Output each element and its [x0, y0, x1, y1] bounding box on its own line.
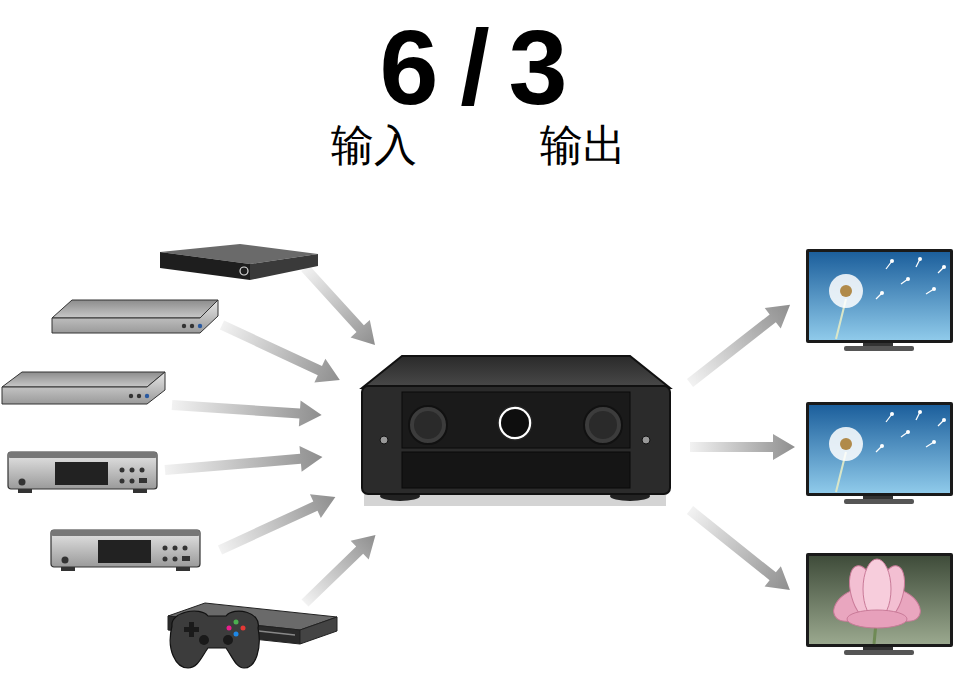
cd-player — [163, 546, 168, 551]
av-receiver — [584, 406, 622, 444]
cd-player — [51, 530, 200, 536]
game-console — [234, 632, 239, 637]
streaming-box — [160, 244, 318, 280]
output-arrows — [682, 295, 798, 601]
tv — [806, 249, 953, 351]
game-console — [184, 622, 199, 637]
game-console — [223, 635, 233, 645]
av-receiver — [362, 356, 670, 506]
cd-player — [120, 468, 125, 473]
cd-player — [55, 462, 108, 485]
cd-player — [182, 556, 190, 561]
disc-player — [52, 300, 218, 318]
cd-player — [130, 479, 135, 484]
tv — [829, 410, 946, 492]
cd-player — [140, 468, 145, 473]
tv — [806, 553, 953, 655]
disc-player — [145, 394, 149, 398]
input-arrows — [217, 313, 346, 392]
av-receiver — [409, 406, 447, 444]
av-receiver — [402, 392, 630, 448]
disc-player — [2, 372, 165, 404]
disc-player — [52, 300, 218, 333]
cd-player — [173, 546, 178, 551]
av-receiver — [589, 411, 617, 439]
disc-player — [2, 372, 165, 387]
tv — [806, 553, 953, 655]
cd-player — [61, 567, 75, 571]
av-receiver — [402, 452, 630, 488]
separator: / — [460, 14, 489, 120]
tv — [806, 402, 953, 504]
input-label: 输入 — [331, 124, 417, 167]
cd-player — [51, 530, 200, 571]
output-arrows — [690, 434, 795, 460]
cd-player — [163, 557, 168, 562]
tv — [809, 252, 950, 340]
streaming-box — [160, 252, 250, 280]
cd-player — [8, 452, 157, 458]
cd-player — [139, 478, 147, 483]
game-console — [227, 626, 232, 631]
tv — [829, 257, 946, 339]
disc-player — [129, 394, 133, 398]
av-receiver — [362, 356, 670, 388]
cd-player — [130, 468, 135, 473]
av-receiver — [498, 406, 532, 440]
output-arrows — [682, 500, 798, 600]
streaming-box — [240, 267, 248, 275]
input-arrows — [296, 526, 385, 613]
av-receiver — [642, 436, 650, 444]
lotus — [847, 610, 907, 628]
output-arrows — [682, 295, 798, 394]
tv — [809, 405, 950, 493]
disc-player — [52, 300, 218, 333]
game-console — [300, 617, 337, 644]
output-label: 输出 — [540, 124, 626, 167]
cd-player — [176, 567, 190, 571]
game-console — [199, 635, 209, 645]
cd-player — [120, 479, 125, 484]
cd-player — [98, 540, 151, 563]
av-receiver — [380, 436, 388, 444]
output-count: 3 — [509, 14, 568, 120]
game-console — [241, 626, 246, 631]
input-arrows — [295, 259, 384, 353]
input-arrows — [164, 444, 324, 483]
cd-player — [8, 452, 157, 493]
av-receiver — [501, 409, 529, 437]
streaming-box — [250, 254, 318, 280]
cd-player — [62, 557, 69, 564]
lotus — [828, 559, 926, 644]
cd-player — [173, 557, 178, 562]
av-receiver — [414, 411, 442, 439]
input-arrows — [215, 485, 341, 562]
cd-player — [8, 452, 157, 489]
game-console — [168, 603, 337, 668]
disc-player — [198, 324, 202, 328]
disc-player — [2, 372, 165, 404]
disc-player — [182, 324, 186, 328]
game-console — [170, 611, 259, 668]
cd-player — [183, 546, 188, 551]
cd-player — [19, 479, 26, 486]
input-arrows — [171, 392, 322, 428]
disc-player — [190, 324, 194, 328]
cd-player — [18, 489, 32, 493]
tv — [809, 556, 950, 644]
disc-player — [137, 394, 141, 398]
cd-player — [51, 530, 200, 567]
game-console — [234, 620, 239, 625]
tv — [806, 249, 953, 351]
input-count: 6 — [380, 14, 439, 120]
av-receiver — [362, 386, 670, 494]
tv — [806, 402, 953, 504]
cd-player — [133, 489, 147, 493]
